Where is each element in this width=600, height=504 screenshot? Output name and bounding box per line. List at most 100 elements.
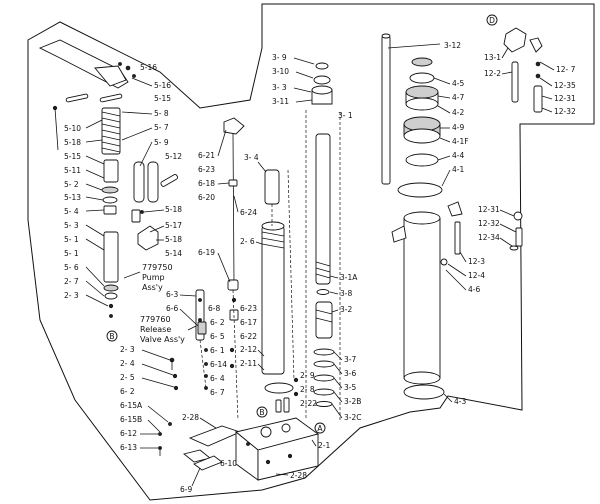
pump-assembly-parts <box>38 39 179 318</box>
part-label: 5-18 <box>165 205 182 214</box>
part-label: 6-14 <box>210 360 227 369</box>
lower-left-parts <box>158 357 242 471</box>
part-label: 6-19 <box>198 248 215 257</box>
part-label: 6-15A <box>120 401 143 410</box>
part-label: 5- 4 <box>64 207 79 216</box>
part-label: 6-20 <box>198 193 215 202</box>
part-label: 5-12 <box>165 152 182 161</box>
part-label: 2- 3 <box>64 291 79 300</box>
marker-b-center <box>256 406 268 418</box>
top-right-parts: D <box>486 14 543 251</box>
part-label: 2-12 <box>240 345 257 354</box>
part-label: 4-1F <box>452 137 469 146</box>
ram-parts <box>305 62 341 420</box>
marker-d-label: D <box>489 16 495 25</box>
pump-part-number: 779750 <box>142 263 173 272</box>
pump-assembly-callout: 779750 Pump Ass'y B <box>106 263 173 342</box>
reservoir-parts <box>381 33 463 400</box>
pump-assy: Ass'y <box>142 283 163 292</box>
marker-a <box>314 422 326 434</box>
part-label: 4-6 <box>468 285 480 294</box>
release-valve-parts <box>195 117 245 421</box>
part-label: 2- 7 <box>64 277 79 286</box>
part-label: 3-5 <box>344 383 356 392</box>
part-label: 5-15 <box>154 94 171 103</box>
part-label: 6-21 <box>198 151 215 160</box>
part-label: 12-35 <box>554 81 576 90</box>
pump-name: Pump <box>142 273 165 282</box>
part-label: 4-7 <box>452 93 464 102</box>
part-label: 6-10 <box>220 459 237 468</box>
part-label: 5-18 <box>64 138 81 147</box>
part-label: 12-3 <box>468 257 485 266</box>
part-label: 3-10 <box>272 67 289 76</box>
part-label: 5-15 <box>64 152 81 161</box>
part-label: 5-16 <box>154 81 171 90</box>
part-label: 6- 2 <box>210 318 225 327</box>
part-label: 12-34 <box>478 233 500 242</box>
top-right-labels: 13-1 12-2 12- 7 12-35 12-31 12-32 12-31 … <box>478 47 576 247</box>
part-label: 6-8 <box>208 304 220 313</box>
marker-b-center-label: B <box>259 408 264 417</box>
part-label: 3-7 <box>344 355 356 364</box>
part-label: 6-15B <box>120 415 142 424</box>
part-label: 5-13 <box>64 193 81 202</box>
part-label: 6-3 <box>166 290 178 299</box>
part-label: 5- 3 <box>64 221 79 230</box>
part-label: 5-17 <box>165 221 182 230</box>
part-label: 6- 2 <box>120 387 135 396</box>
pump-assembly-labels: 5-16 5-16 5-15 5- 8 5- 7 5- 9 5-12 5-18 … <box>64 63 182 307</box>
part-label: 4-2 <box>452 108 464 117</box>
part-label: 4-3 <box>454 397 466 406</box>
part-label: 3-2B <box>344 397 361 406</box>
part-label: 3-8 <box>340 289 352 298</box>
part-label: 12-32 <box>478 219 500 228</box>
release-part-number: 779760 <box>140 315 171 324</box>
reservoir-labels: 3-12 4-5 4-7 4-2 4-9 4-1F 4-4 4-1 12-3 1… <box>433 41 485 406</box>
assembly-boundary <box>27 3 595 501</box>
marker-d <box>486 14 498 26</box>
part-label: 5- 9 <box>154 138 169 147</box>
center-cylinder-parts <box>261 169 299 413</box>
part-label: 12-32 <box>554 107 576 116</box>
marker-a-label: A <box>317 424 323 433</box>
marker-b-left-label: B <box>109 332 114 341</box>
part-label: 2-28 <box>182 413 199 422</box>
part-label: 6-12 <box>120 429 137 438</box>
part-label: 6- 4 <box>210 374 225 383</box>
part-label: 3-2C <box>344 413 362 422</box>
part-label: 3- 4 <box>244 153 259 162</box>
part-label: 4-1 <box>452 165 464 174</box>
part-label: 6-17 <box>240 318 257 327</box>
part-label: 4-5 <box>452 79 464 88</box>
part-label: 6-23 <box>240 304 257 313</box>
part-label: 2-28 <box>290 471 307 480</box>
part-label: 3-2 <box>340 305 352 314</box>
part-label: 2- 3 <box>120 345 135 354</box>
part-label: 6-6 <box>166 304 178 313</box>
release-valve-callout: 779760 Release Valve Ass'y <box>140 315 197 344</box>
part-label: 5- 1 <box>64 249 79 258</box>
part-label: 5-14 <box>165 249 182 258</box>
base-block: B A 2-1 2-28 <box>235 406 330 481</box>
part-label: 12-2 <box>484 69 501 78</box>
part-label: 2-22 <box>300 399 317 408</box>
part-label: 4-4 <box>452 151 464 160</box>
marker-b-left <box>106 330 118 342</box>
part-label: 2-11 <box>240 359 257 368</box>
part-label: 5- 8 <box>154 109 169 118</box>
part-label: 2- 9 <box>300 371 315 380</box>
part-label: 12- 7 <box>556 65 576 74</box>
part-label: 6- 1 <box>210 346 225 355</box>
part-label: 5- 7 <box>154 123 169 132</box>
part-label: 5-18 <box>165 235 182 244</box>
part-label: 3-12 <box>444 41 461 50</box>
part-label: 5-10 <box>64 124 81 133</box>
ram-labels: 3- 9 3-10 3- 3 3-11 3- 1 3-1A 3-8 3-2 3-… <box>272 53 362 422</box>
lower-left-labels: 2- 3 2- 4 2- 5 6- 2 6-15A 6-15B 6-12 6-1… <box>120 345 237 494</box>
part-label: 2- 4 <box>120 359 135 368</box>
part-label: 12-4 <box>468 271 485 280</box>
part-label: 2-1 <box>318 441 330 450</box>
part-label: 3- 1 <box>338 111 353 120</box>
